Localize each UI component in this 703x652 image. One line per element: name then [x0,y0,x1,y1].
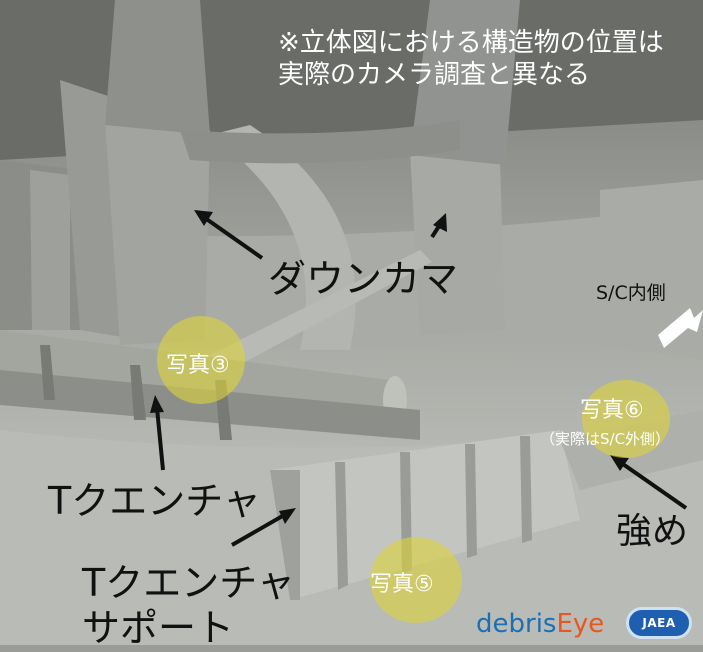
photo5-label: 写真⑤ [370,572,434,597]
photo3-label: 写真③ [166,353,230,378]
structure-position-note-line2: 実際のカメラ調査と異なる [278,60,591,90]
photo3-highlight [157,316,245,404]
jaea-logo-text: JAEA [642,616,676,630]
photo6-highlight [582,380,670,458]
debriseye-logo: debrisEye [476,609,604,639]
logo-debris-text: debris [476,609,557,639]
structure-position-note-line1: ※立体図における構造物の位置は [278,28,664,58]
downcomer-label: ダウンカマ [268,257,459,301]
photo5-highlight [370,537,462,623]
photo6-label: 写真⑥ [580,398,644,423]
t-quencher-support-label-line1: Tクエンチャ [82,561,295,605]
photo6-note: （実際はS/C外側） [540,430,671,448]
logo-eye-text: Eye [556,609,605,639]
stiffener-label: 強め [616,511,689,552]
t-quencher-support-label-line2: サポート [82,606,235,650]
sc-inside-label: S/C内側 [596,282,666,304]
jaea-logo: JAEA [626,607,692,639]
t-quencher-label: Tクエンチャ [48,479,261,523]
